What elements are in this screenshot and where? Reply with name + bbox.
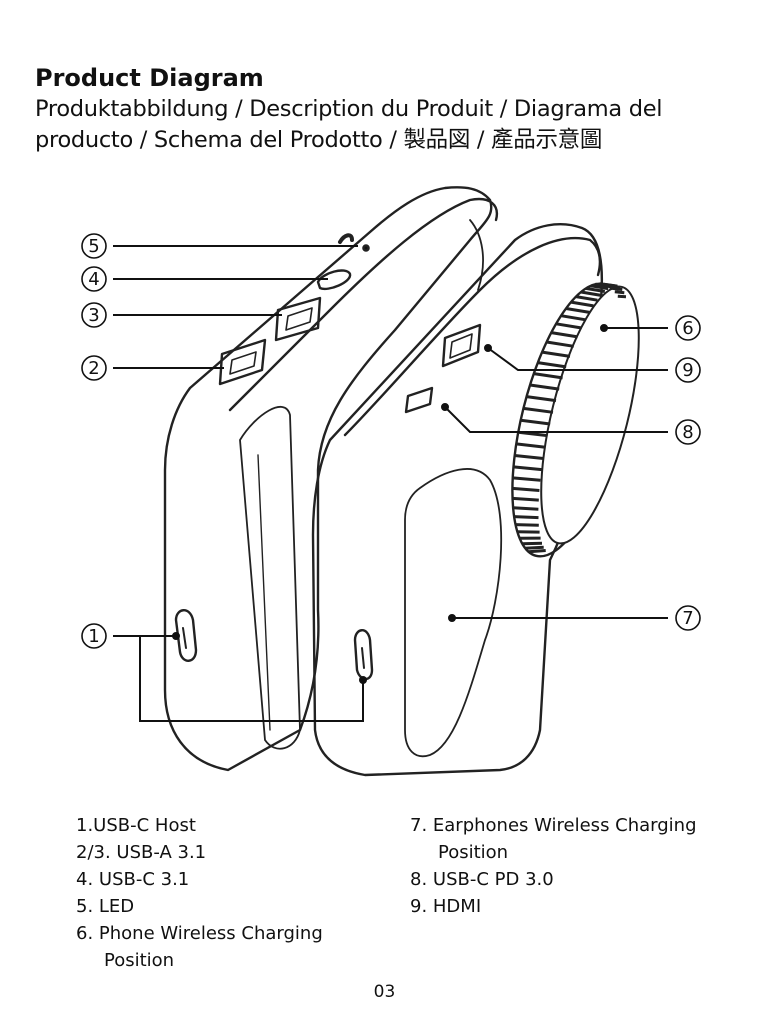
gear-tooth [516,442,546,449]
page-number: 03 [373,982,396,1002]
gear-tooth [514,515,539,520]
gear-tooth [555,322,582,330]
legend-item: 6. Phone Wireless Charging [76,923,323,944]
gear-tooth [551,331,578,339]
legend-item: 4. USB-C 3.1 [76,869,190,890]
legend-item: 1.USB-C Host [76,815,196,836]
gear-tooth [590,284,609,291]
callout-number: 4 [88,269,99,290]
right-unit-face [404,468,503,758]
legend-left: 1.USB-C Host 2/3. USB-A 3.1 4. USB-C 3.1 5.… [76,812,323,974]
gear-tooth [525,545,544,550]
gear-tooth [541,350,571,358]
gear-tooth [512,486,540,492]
gear-tooth [515,523,539,527]
gear-tooth [526,395,557,403]
gear-tooth [575,295,598,302]
page-title: Product Diagram [35,64,264,92]
left-unit-groove [239,405,301,750]
wireless-pad-face [540,285,640,545]
callout-number: 5 [88,236,99,257]
callout-1: 1 [81,623,107,649]
callout-number: 7 [682,608,693,629]
gear-tooth [512,476,541,482]
gear-tooth [514,454,544,460]
heading: Product Diagram Produktabbildung / Descr… [35,62,735,156]
gear-tooth [611,286,623,291]
callout-4: 4 [81,266,107,292]
leader-1 [113,635,364,722]
callout-number: 8 [682,422,693,443]
left-unit-inner-rim [228,197,499,412]
left-unit-side-edge [469,219,484,291]
gear-tooth [546,340,575,348]
callout-2: 2 [81,355,107,381]
gear-tooth [520,418,551,426]
callout-number: 2 [88,358,99,379]
legend-item: 2/3. USB-A 3.1 [76,842,207,863]
gear-tooth [512,496,539,502]
gear-tooth [523,406,554,414]
legend-item: 8. USB-C PD 3.0 [410,869,554,890]
right-unit-inner-rim [343,236,602,437]
gear-tooth [529,383,560,391]
port-usb-c-pd [404,386,434,414]
port-usb-c-host [174,609,198,662]
gear-tooth [570,300,594,308]
subtitle-line-2: producto / Schema del Prodotto / 製品図 / 產… [35,127,603,153]
leader-9 [487,347,668,371]
gear-tooth [537,361,567,369]
gear-tooth [565,307,590,314]
gear-tooth [522,541,543,546]
port-usb-c-4 [316,269,352,291]
gear-teeth [512,282,627,554]
callout-3: 3 [81,302,107,328]
gear-tooth [580,290,602,297]
port-hdmi [441,323,482,368]
callout-7: 7 [675,605,701,631]
gear-tooth [614,290,625,295]
gear-tooth [607,284,621,289]
gear-tooth [617,294,627,299]
callout-8: 8 [675,419,701,445]
legend-item-continuation: Position [438,842,509,863]
leader-8 [444,406,668,433]
callout-number: 6 [682,318,693,339]
callout-9: 9 [675,357,701,383]
gear-tooth [533,372,563,380]
gear-tooth [560,314,586,322]
product-diagram: 1 2 3 4 5 6 7 8 9 [81,186,701,777]
port-usb-c-right-side [353,629,374,681]
led [338,233,354,244]
gear-tooth [513,506,539,511]
legend-item: 9. HDMI [410,896,482,917]
legend-item: 7. Earphones Wireless Charging [410,815,697,836]
callout-6: 6 [675,315,701,341]
port-usb-a-3 [274,296,322,342]
gear-tooth [513,465,542,472]
callout-5: 5 [81,233,107,259]
legend-item-continuation: Position [104,950,175,971]
port-usb-a-2 [218,338,267,386]
callout-number: 9 [682,360,693,381]
gear-tooth [528,549,546,554]
callout-number: 3 [88,305,99,326]
gear-tooth [585,286,606,293]
left-unit-body [163,186,493,772]
legend-item: 5. LED [76,896,135,917]
callout-number: 1 [88,626,99,647]
subtitle-line-1: Produktabbildung / Description du Produi… [35,96,663,122]
